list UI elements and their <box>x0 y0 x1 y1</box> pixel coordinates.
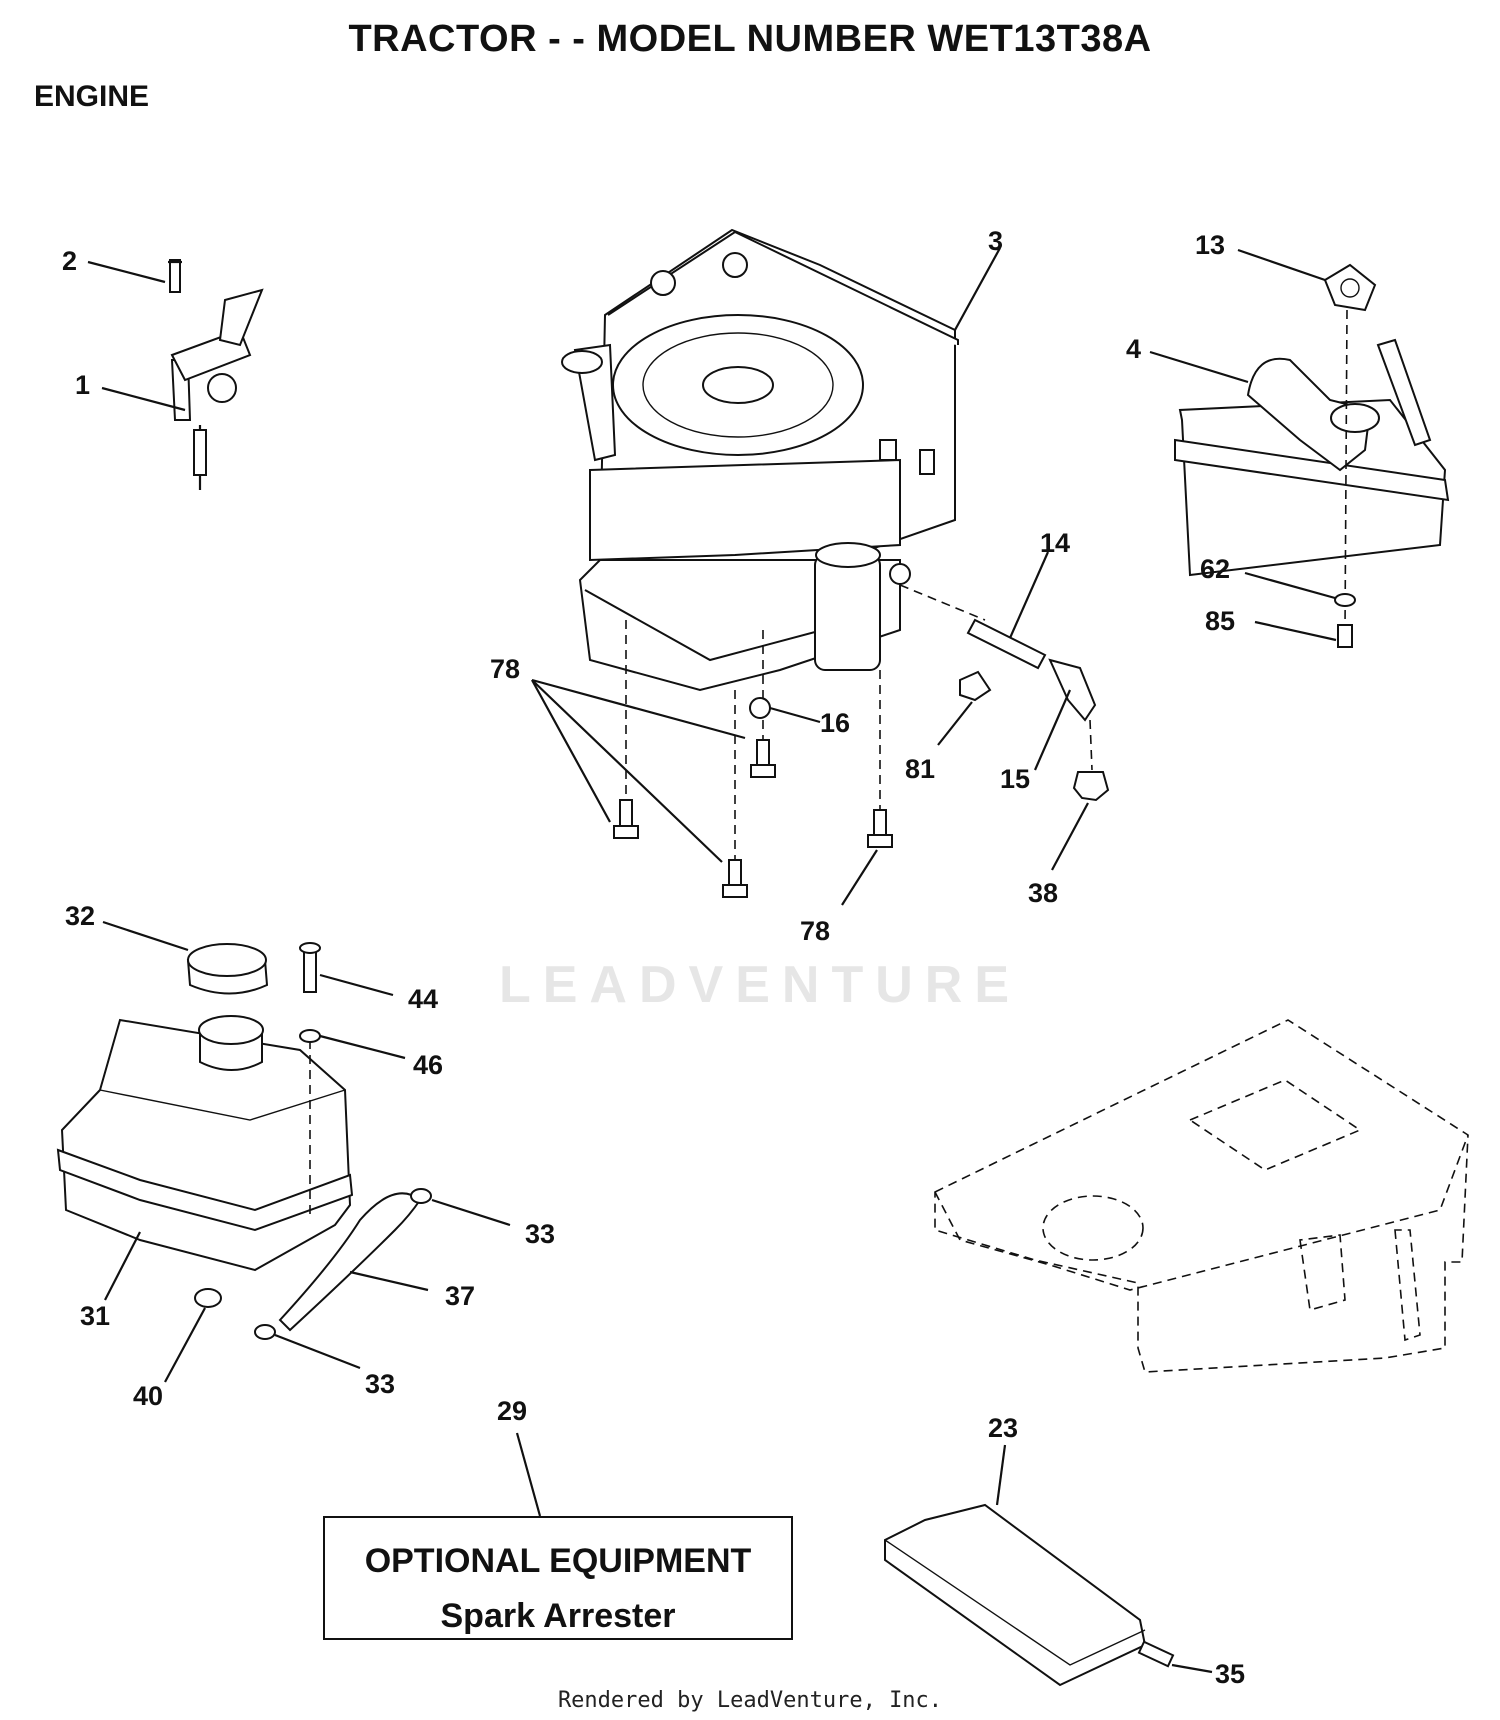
callout-2: 2 <box>62 246 77 276</box>
callout-85: 85 <box>1205 606 1235 636</box>
diagram-title: TRACTOR - - MODEL NUMBER WET13T38A <box>348 18 1152 60</box>
optional-equipment-leader <box>515 1432 542 1517</box>
callout-14: 14 <box>1040 528 1070 558</box>
callout-4: 4 <box>1126 334 1141 364</box>
callout-15: 15 <box>1000 764 1030 794</box>
callout-32: 32 <box>65 901 95 931</box>
callout-46: 46 <box>413 1050 443 1080</box>
watermark-text: LEADVENTURE <box>498 956 1022 1014</box>
callout-33-lower: 33 <box>365 1369 395 1399</box>
tractor-frame-part <box>934 1019 1469 1373</box>
callout-33-upper: 33 <box>525 1219 555 1249</box>
callout-13: 13 <box>1195 230 1225 260</box>
callout-78-right: 78 <box>800 916 830 946</box>
optional-equipment-item: Spark Arrester <box>440 1597 676 1635</box>
callout-1: 1 <box>75 370 90 400</box>
footer-credit: Rendered by LeadVenture, Inc. <box>557 1688 943 1713</box>
callout-44: 44 <box>408 984 438 1014</box>
callout-37: 37 <box>445 1281 475 1311</box>
fuel-tank-part <box>56 920 511 1383</box>
throttle-control-part <box>87 259 264 490</box>
callout-16: 16 <box>820 708 850 738</box>
callout-31: 31 <box>80 1301 110 1331</box>
callout-78-left: 78 <box>490 654 520 684</box>
pipe-fittings-part <box>899 551 1110 871</box>
muffler-part <box>1149 248 1450 648</box>
section-label: ENGINE <box>34 80 150 113</box>
callout-3: 3 <box>988 226 1003 256</box>
callout-62: 62 <box>1200 554 1230 584</box>
callout-35: 35 <box>1215 1659 1245 1689</box>
callout-40: 40 <box>133 1381 163 1411</box>
callout-23: 23 <box>988 1413 1018 1443</box>
heat-shield-part <box>884 1444 1213 1687</box>
callout-29: 29 <box>497 1396 527 1426</box>
callout-38: 38 <box>1028 878 1058 908</box>
mounting-bolts-part <box>531 620 893 906</box>
callout-81: 81 <box>905 754 935 784</box>
optional-equipment-box: OPTIONAL EQUIPMENT Spark Arrester <box>323 1516 793 1640</box>
engine-part <box>561 228 1001 692</box>
optional-equipment-heading: OPTIONAL EQUIPMENT <box>364 1542 752 1580</box>
